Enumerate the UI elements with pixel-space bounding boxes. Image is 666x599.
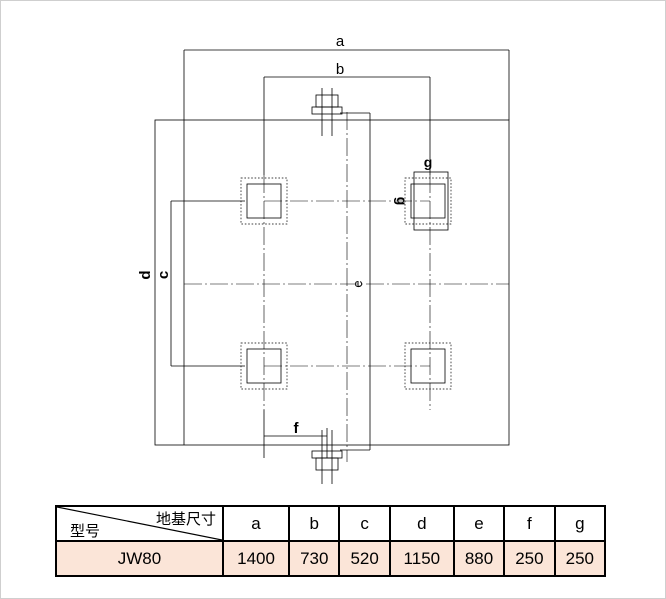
anchor-pocket-bottom-left [240,342,288,390]
table-row: JW80 1400 730 520 1150 880 250 250 [55,540,607,577]
dim-g-side-label: g [394,197,410,206]
dim-b-label: b [336,61,344,78]
top-bolt [311,88,343,136]
col-header: d [388,505,455,542]
dim-d-label: d [137,270,154,279]
value-cell: 250 [503,540,556,577]
corner-diagonal [57,507,222,540]
anchor-pocket-top-left [240,177,288,225]
dim-f-label: f [294,420,300,437]
dim-c-label: c [155,271,172,279]
dimension-table: 地基尺寸 a b c d e f g JW80 1400 730 520 115… [55,505,607,577]
header-model: 型号 [70,523,101,540]
header-foundation-size: 地基尺寸 [155,511,216,528]
value-cell: 520 [338,540,391,577]
anchor-pocket-top-right [404,171,452,231]
col-header: b [288,505,341,542]
model-cell: JW80 [55,540,224,577]
col-header: e [452,505,506,542]
value-cell: 730 [288,540,341,577]
col-header: c [338,505,391,542]
dim-a-label: a [336,33,345,50]
col-header: f [503,505,556,542]
value-cell: 250 [553,540,607,577]
dim-g-top-label: g [424,154,433,170]
value-cell: 880 [452,540,506,577]
value-cell: 1150 [388,540,455,577]
col-header: g [553,505,607,542]
value-cell: 1400 [221,540,291,577]
foundation-drawing: a b c d e f [137,33,510,484]
dim-e-label: e [350,280,365,287]
table-header-row: 地基尺寸 a b c d e f g [55,505,607,542]
col-header: a [221,505,291,542]
anchor-pocket-bottom-right [404,342,452,390]
table-corner-cell: 地基尺寸 [55,505,224,542]
foundation-outline [154,119,510,446]
